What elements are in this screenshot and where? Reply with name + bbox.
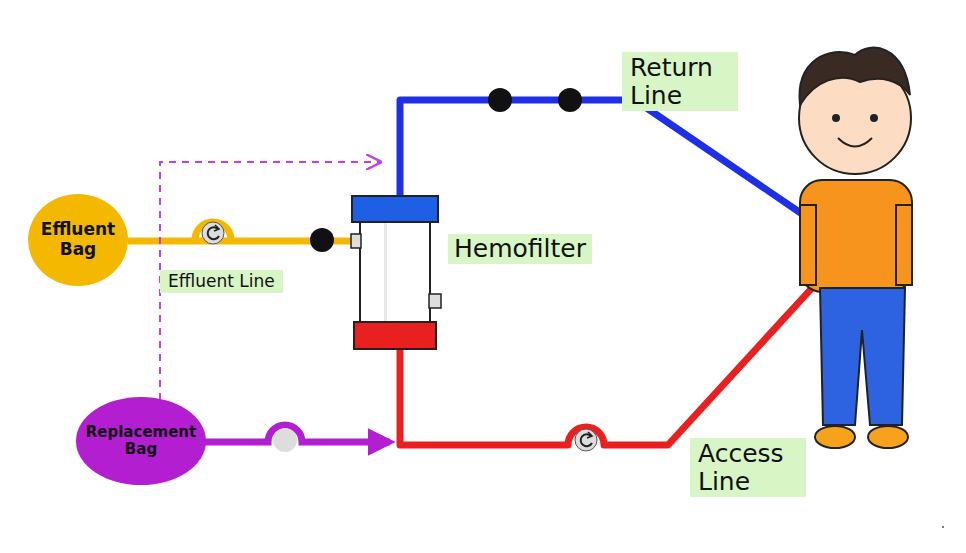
hemofilter: Hemofilter — [350, 194, 596, 352]
clamp-dot — [558, 88, 582, 112]
filter-shape — [350, 194, 442, 352]
pre-filter-route — [160, 162, 380, 400]
node-text: Hemofilter — [448, 234, 592, 264]
effluent-bag: Effluent Bag — [28, 194, 128, 286]
line-label: Effluent Line — [160, 270, 283, 293]
blood-pump — [575, 429, 597, 451]
return-line — [400, 100, 808, 218]
access-line — [400, 288, 812, 445]
node-text: Replacement Bag — [82, 424, 200, 459]
effluent-pump — [195, 222, 231, 244]
node-text: Effluent Bag — [34, 220, 122, 259]
line-label: Access Line — [690, 438, 806, 497]
replacement-pump — [273, 428, 297, 452]
line-label: Return Line — [622, 52, 738, 111]
clamp-dot — [488, 88, 512, 112]
replacement-bag: Replacement Bag — [76, 397, 206, 485]
clamp-dot — [310, 228, 334, 252]
patient-figure — [799, 48, 912, 448]
speck — [942, 526, 944, 528]
